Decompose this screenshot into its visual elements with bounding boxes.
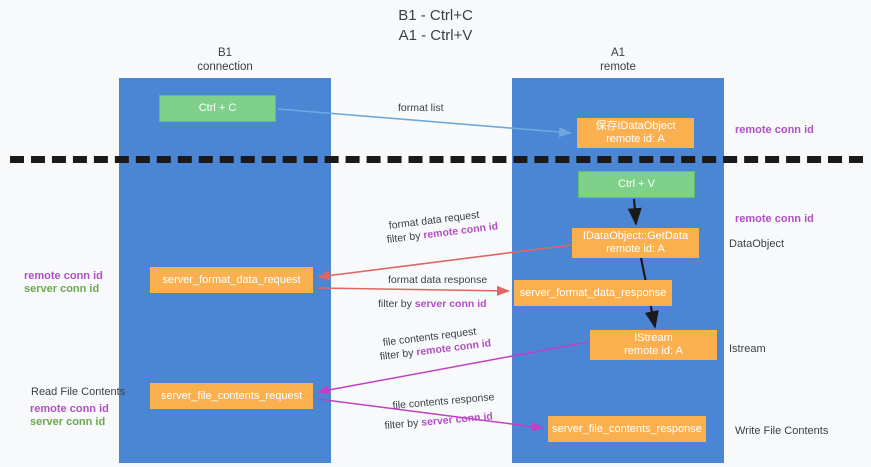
box-server-file-contents-request-label: server_file_contents_request <box>160 389 303 402</box>
annotation-istream: Istream <box>729 343 766 355</box>
box-ctrl-c-label: Ctrl + C <box>198 102 237 114</box>
flow-label-format-data-request-filter-prefix: filter by <box>386 229 425 246</box>
flow-label-format-data-response-filter-key: server conn id <box>414 298 487 310</box>
box-server-file-contents-response[interactable]: server_file_contents_response <box>548 416 706 442</box>
box-istream[interactable]: IStream remote id: A <box>590 330 717 360</box>
annotation-left-server-conn-id-mid: server conn id <box>24 283 100 295</box>
box-idataobject-getdata-remote-id: remote id: A <box>606 243 665 255</box>
column-header-a1: A1 remote <box>512 46 724 74</box>
box-server-file-contents-response-label: server_file_contents_response <box>552 422 702 435</box>
annotation-read-file-contents: Read File Contents <box>31 386 126 398</box>
flow-label-format-list: format list <box>398 102 444 114</box>
column-header-a1-name: A1 <box>610 47 626 59</box>
box-idataobject-getdata[interactable]: IDataObject::GetData remote id: A <box>572 228 699 258</box>
column-header-a1-subtitle: remote <box>600 61 636 73</box>
diagram-title: B1 - Ctrl+C A1 - Ctrl+V <box>0 6 871 46</box>
annotation-left-remote-conn-id-mid: remote conn id <box>24 270 103 282</box>
annotation-left-remote-conn-id-bottom: remote conn id <box>30 403 109 415</box>
annotation-dataobject: DataObject <box>729 238 785 250</box>
box-ctrl-v-label: Ctrl + V <box>618 178 655 190</box>
flow-label-format-data-response-filter: filter by server conn id <box>378 297 487 311</box>
arrow-format-data-response <box>317 285 510 296</box>
flow-label-file-contents-request-filter-prefix: filter by <box>379 346 418 363</box>
flow-label-file-contents-response: file contents response <box>392 391 495 412</box>
flow-label-file-contents-response-filter: filter by server conn id <box>384 410 493 433</box>
box-save-idataobject-title: 保存IDataObject <box>595 120 676 132</box>
diagram-title-line-1: B1 - Ctrl+C <box>398 7 473 24</box>
annotation-left-server-conn-id-bottom: server conn id <box>30 416 106 428</box>
box-istream-title: IStream <box>634 332 673 344</box>
box-ctrl-c[interactable]: Ctrl + C <box>159 95 276 122</box>
box-save-idataobject[interactable]: 保存IDataObject remote id: A <box>577 118 694 148</box>
column-header-b1-name: B1 <box>217 47 233 59</box>
box-server-format-data-request[interactable]: server_format_data_request <box>150 267 313 293</box>
flow-label-file-contents-response-filter-key: server conn id <box>420 410 494 429</box>
column-header-b1: B1 connection <box>119 46 331 74</box>
annotation-right-remote-conn-id-mid: remote conn id <box>735 213 814 225</box>
box-server-format-data-response-label: server_format_data_response <box>519 286 667 299</box>
column-header-b1-subtitle: connection <box>197 61 253 73</box>
diagram-title-line-2: A1 - Ctrl+V <box>398 27 473 44</box>
box-server-format-data-response[interactable]: server_format_data_response <box>514 280 672 306</box>
flow-label-format-data-response-filter-prefix: filter by <box>378 298 415 310</box>
annotation-write-file-contents: Write File Contents <box>735 425 829 437</box>
box-idataobject-getdata-title: IDataObject::GetData <box>582 230 689 242</box>
box-server-format-data-request-label: server_format_data_request <box>162 273 301 286</box>
box-istream-remote-id: remote id: A <box>624 345 683 357</box>
flow-label-format-data-response: format data response <box>388 274 488 286</box>
process-boundary-divider <box>10 156 863 163</box>
box-server-file-contents-request[interactable]: server_file_contents_request <box>150 383 313 409</box>
annotation-right-remote-conn-id-top: remote conn id <box>735 124 814 136</box>
box-ctrl-v[interactable]: Ctrl + V <box>578 171 695 198</box>
flow-label-file-contents-response-filter-prefix: filter by <box>384 416 422 432</box>
box-save-idataobject-remote-id: remote id: A <box>606 133 665 145</box>
